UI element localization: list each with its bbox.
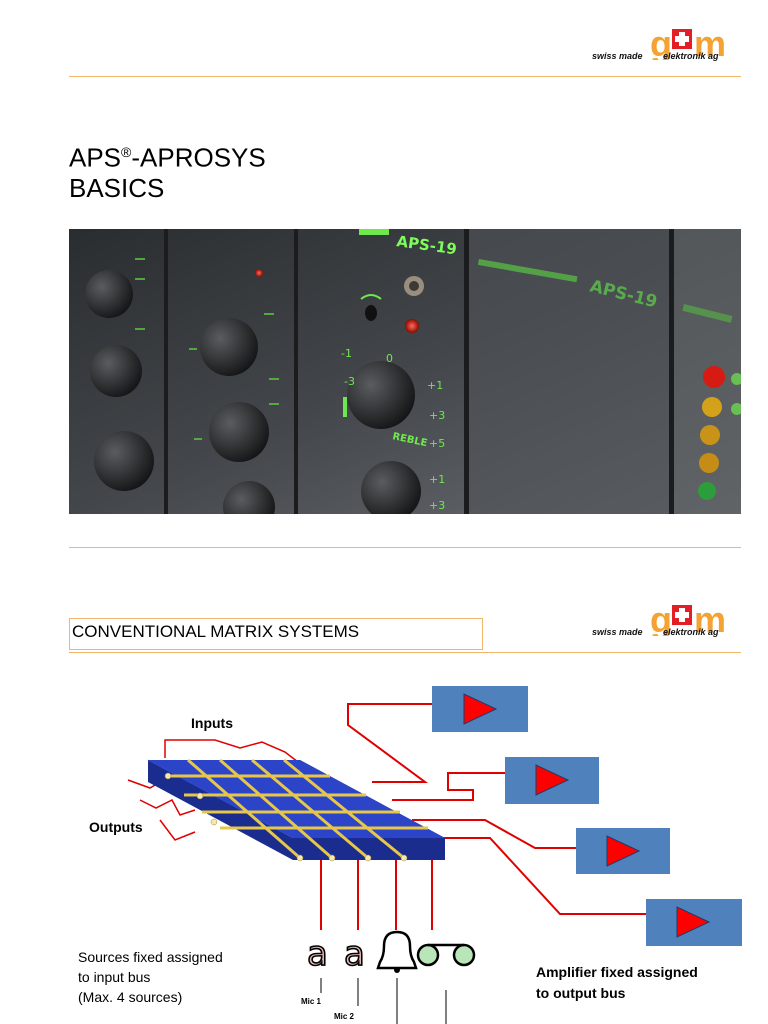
- svg-text:+1: +1: [427, 379, 443, 392]
- section-divider: [69, 652, 741, 653]
- mic2-label: Mic 2: [334, 1012, 355, 1021]
- svg-text:0: 0: [386, 352, 393, 365]
- page-title-line2: BASICS: [69, 173, 165, 203]
- gm-logo-mark-icon: g m: [650, 26, 726, 60]
- title-aps: APS: [69, 142, 122, 173]
- svg-text:+3: +3: [429, 499, 445, 512]
- mic1-label: Mic 1: [301, 997, 322, 1006]
- bus-lines: [168, 758, 428, 860]
- logo-swiss-made: swiss made: [592, 627, 643, 637]
- amplifier-arrow-icon: [676, 906, 711, 938]
- amplifier-arrow-icon: [463, 693, 498, 725]
- svg-text:m: m: [694, 602, 726, 636]
- inputs-label: Inputs: [191, 715, 233, 731]
- svg-text:g: g: [650, 602, 672, 636]
- registered-mark: ®: [121, 144, 132, 160]
- outputs-label: Outputs: [89, 819, 143, 835]
- svg-text:+5: +5: [429, 437, 445, 450]
- amplifier-note: Amplifier fixed assigned to output bus: [536, 964, 698, 1001]
- amplifier-arrow-icon: [606, 835, 641, 867]
- logo-swiss-made: swiss made: [592, 51, 643, 61]
- section-title: CONVENTIONAL MATRIX SYSTEMS: [72, 622, 360, 641]
- gm-logo: g m swiss made elektronik ag: [592, 26, 744, 66]
- amplifiers: [432, 686, 742, 946]
- svg-text:-1: -1: [341, 347, 352, 360]
- gm-logo-mark-icon: g m: [650, 602, 726, 636]
- output-wires: [347, 703, 646, 915]
- source-glyph-2: a: [344, 934, 365, 974]
- source-glyph-1: a: [307, 934, 328, 974]
- page-title-line1: APS®-APROSYS: [69, 136, 266, 174]
- bell-icon: [376, 930, 418, 970]
- logo-elektronik: elektronik ag: [663, 51, 719, 61]
- top-divider: [69, 76, 741, 77]
- svg-text:+1: +1: [429, 473, 445, 486]
- title-aprosys: -APROSYS: [131, 142, 266, 173]
- tape-reel-right-icon: [452, 943, 476, 967]
- svg-text:+3: +3: [429, 409, 445, 422]
- svg-text:-3: -3: [344, 375, 355, 388]
- svg-text:g: g: [650, 26, 672, 60]
- svg-text:m: m: [694, 26, 726, 60]
- tape-reel-left-icon: [416, 943, 440, 967]
- gm-logo-2: g m swiss made elektronik ag: [592, 602, 744, 642]
- aps-rack-photo: APS-19 APS-19 -1 0 +1 +3 +5 -3 +1 +3 REB…: [69, 229, 741, 514]
- sources-note: Sources fixed assigned to input bus (Max…: [78, 949, 223, 1005]
- logo-elektronik: elektronik ag: [663, 627, 719, 637]
- middle-divider: [69, 547, 741, 548]
- amplifier-arrow-icon: [535, 764, 570, 796]
- section-title-box: CONVENTIONAL MATRIX SYSTEMS: [69, 618, 483, 650]
